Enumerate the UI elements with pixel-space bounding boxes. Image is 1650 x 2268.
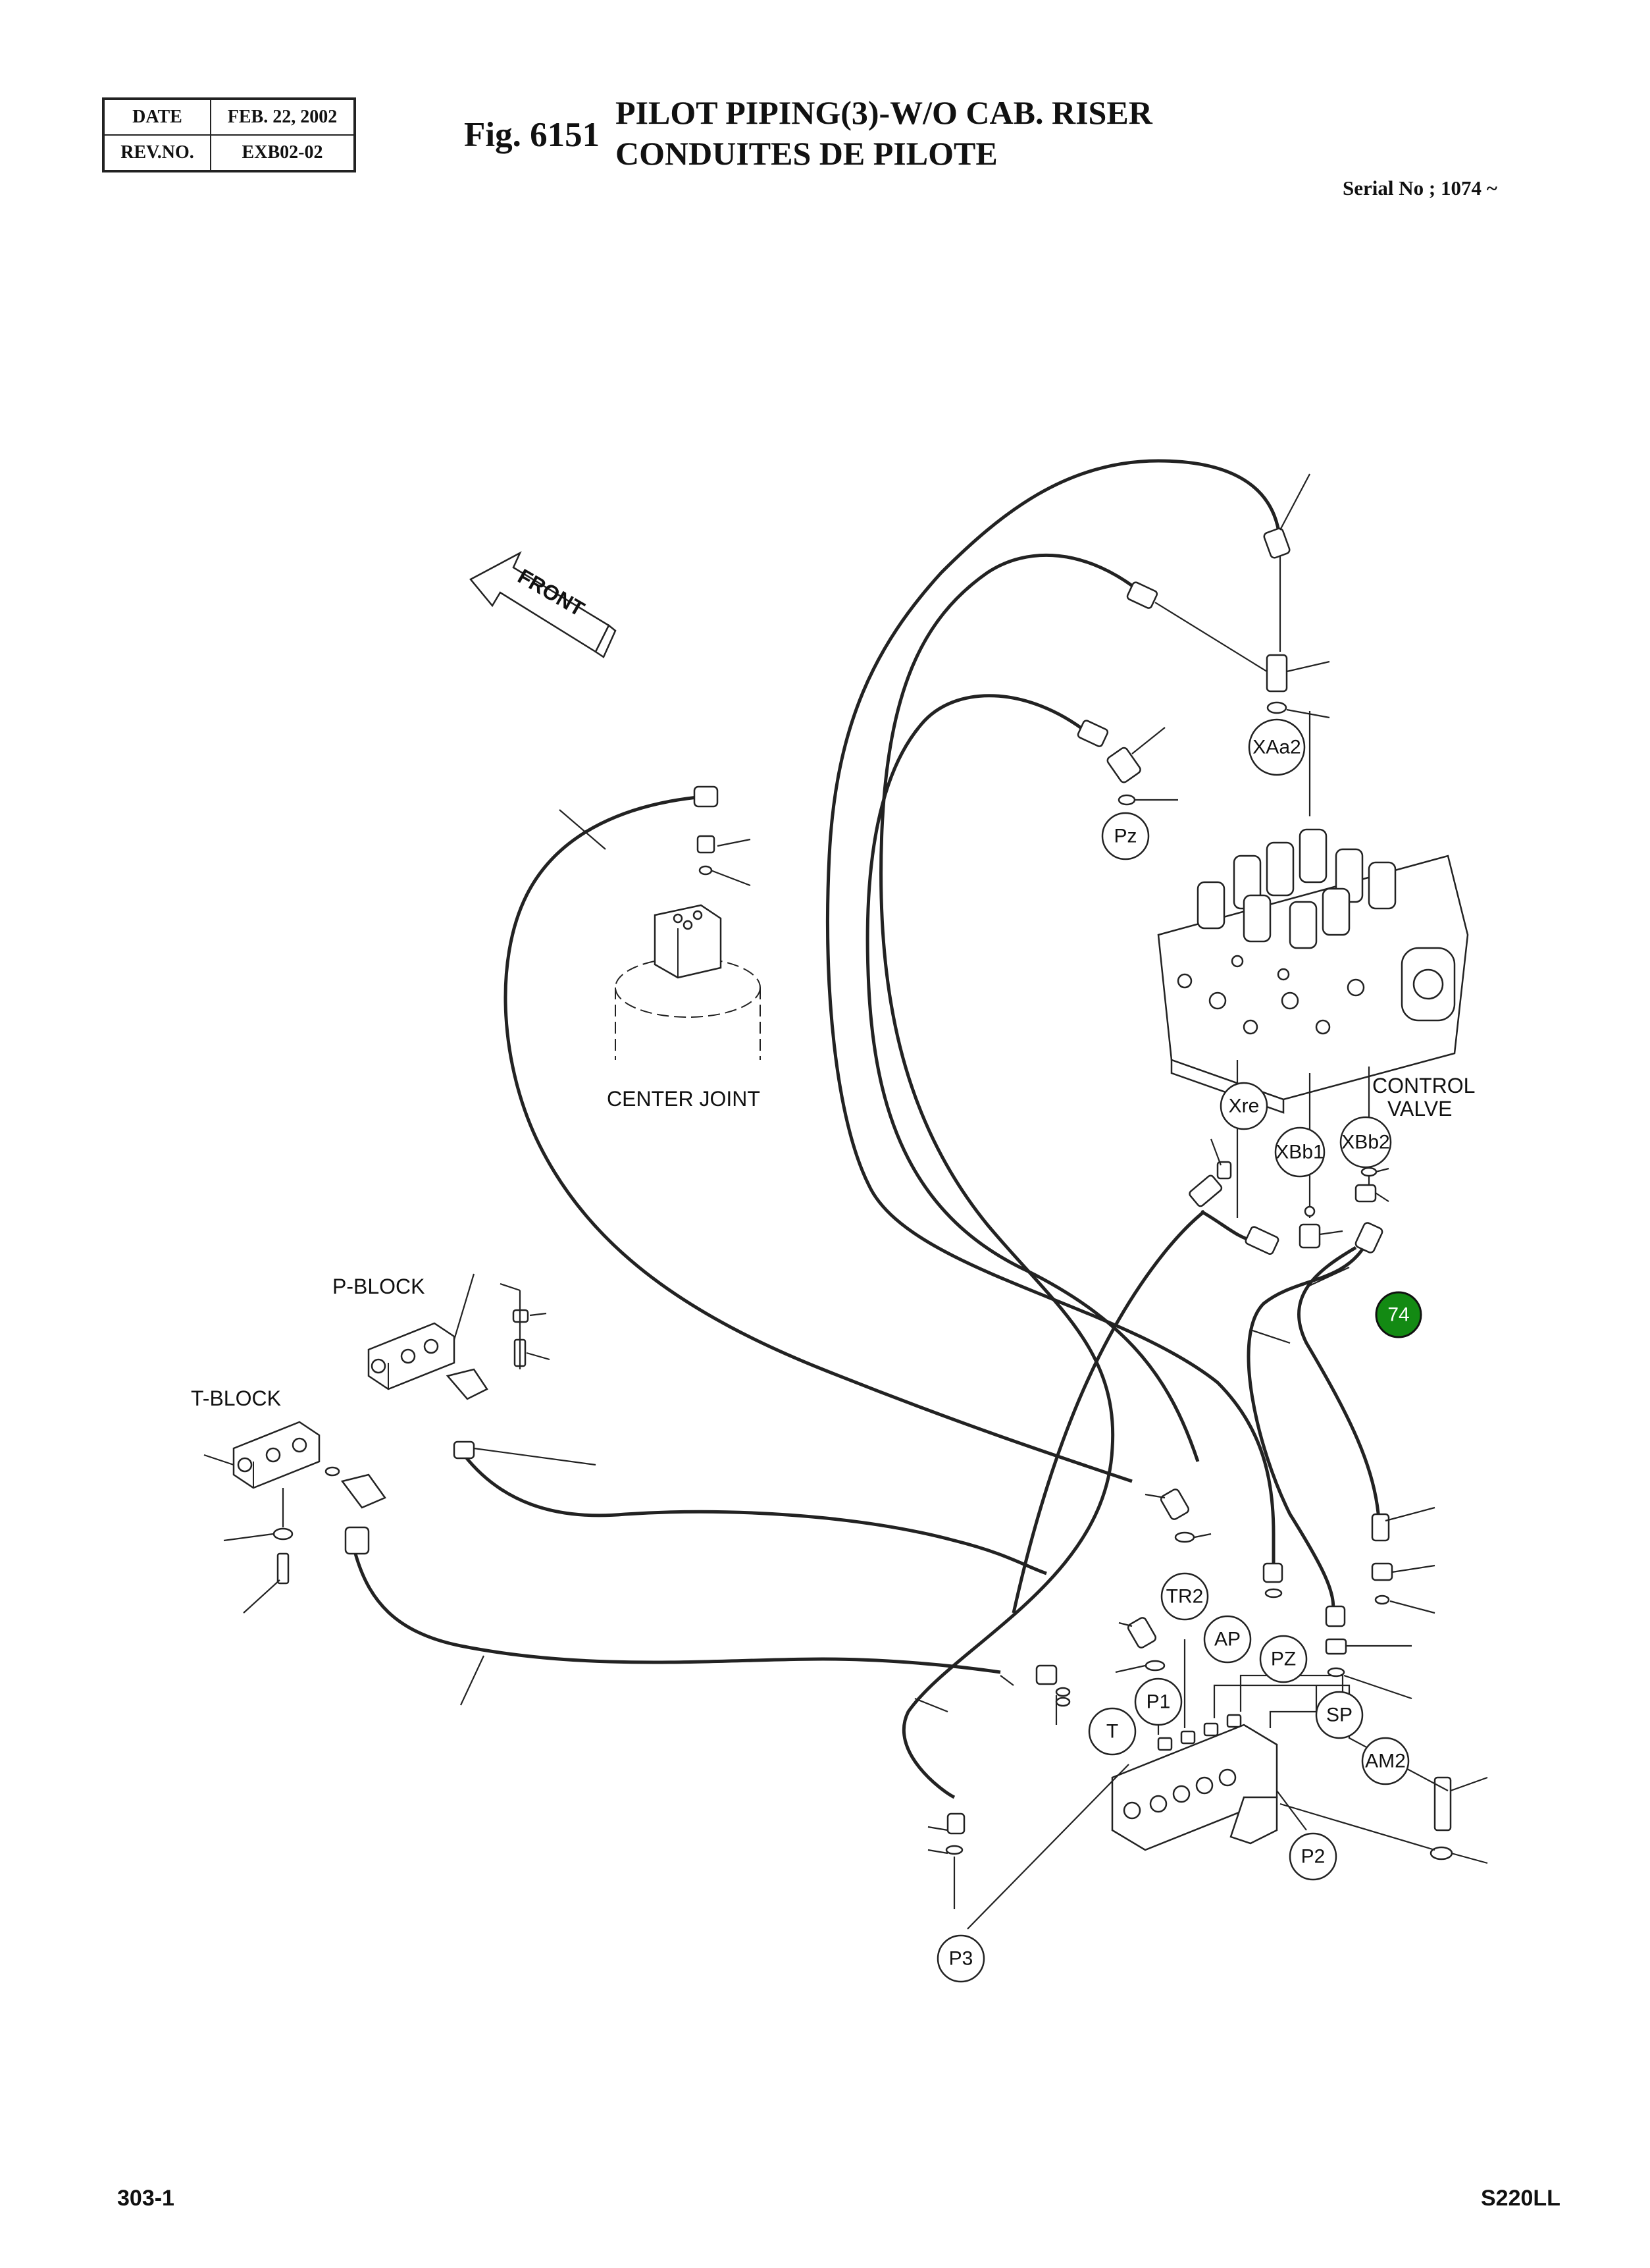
- port-xaa2: XAa2: [1248, 718, 1306, 776]
- hose-e: [463, 1454, 1047, 1575]
- hose-a: [826, 459, 1282, 1567]
- hose-b: [879, 553, 1147, 1799]
- port-tr2: TR2: [1160, 1572, 1209, 1621]
- port-bubbles: XAa2 Pz Xre XBb1 XBb2 TR2 AP PZ: [937, 718, 1410, 1983]
- manifold-block: [967, 1639, 1488, 1930]
- port-sp: SP: [1315, 1691, 1364, 1739]
- p-block-label: P-BLOCK: [332, 1275, 425, 1298]
- port-pz-small: Pz: [1101, 812, 1150, 860]
- t-block: T-BLOCK: [191, 1386, 596, 1706]
- hoses: [353, 459, 1381, 1799]
- serial-number: Serial No ; 1074 ~: [1343, 176, 1497, 199]
- date-value: FEB. 22, 2002: [210, 98, 355, 136]
- svg-text:PZ: PZ: [1271, 1648, 1296, 1670]
- svg-text:XBb1: XBb1: [1276, 1142, 1324, 1163]
- front-arrow: FRONT: [469, 551, 617, 658]
- top-fittings: [1077, 473, 1330, 806]
- control-valve-label-1: CONTROL: [1372, 1074, 1475, 1097]
- port-p3: P3: [937, 1934, 985, 1983]
- svg-text:P3: P3: [949, 1948, 973, 1970]
- rev-label: REV.NO.: [103, 134, 211, 172]
- page-number: 303-1: [117, 2186, 174, 2211]
- svg-text:P1: P1: [1147, 1691, 1171, 1713]
- hose-c: [865, 694, 1200, 1462]
- revision-table: DATE FEB. 22, 2002 REV.NO. EXB02-02: [102, 97, 356, 172]
- svg-text:P2: P2: [1301, 1846, 1326, 1868]
- svg-text:XAa2: XAa2: [1252, 737, 1301, 758]
- port-t: T: [1088, 1707, 1137, 1756]
- port-xre: Xre: [1220, 1082, 1268, 1130]
- date-label: DATE: [103, 98, 211, 136]
- page-title: PILOT PIPING(3)-W/O CAB. RISER CONDUITES…: [615, 92, 1152, 174]
- svg-text:Pz: Pz: [1114, 826, 1137, 847]
- hose-74: [1247, 1243, 1368, 1614]
- title-french: CONDUITES DE PILOTE: [615, 135, 998, 172]
- svg-text:AP: AP: [1214, 1629, 1241, 1650]
- port-ap: AP: [1203, 1615, 1252, 1664]
- port-xbb2: XBb2: [1339, 1116, 1392, 1169]
- callout-74-number[interactable]: 74: [1387, 1304, 1409, 1326]
- svg-text:TR2: TR2: [1166, 1586, 1204, 1608]
- title-english: PILOT PIPING(3)-W/O CAB. RISER: [615, 94, 1152, 131]
- figure-number: Fig. 6151: [464, 116, 600, 154]
- svg-text:Xre: Xre: [1229, 1095, 1260, 1117]
- p-block: P-BLOCK: [332, 1273, 550, 1400]
- port-am2: AM2: [1361, 1737, 1410, 1785]
- hose-j: [1012, 1210, 1206, 1614]
- port-pz: PZ: [1259, 1635, 1308, 1683]
- port-xbb1: XBb1: [1274, 1126, 1326, 1178]
- hose-i: [1200, 1209, 1254, 1243]
- model-number: S220LL: [1481, 2186, 1560, 2211]
- svg-text:T: T: [1106, 1721, 1118, 1743]
- callout-74-circle[interactable]: [1375, 1291, 1422, 1338]
- svg-text:AM2: AM2: [1365, 1751, 1406, 1772]
- svg-text:XBb2: XBb2: [1341, 1132, 1389, 1153]
- port-p1: P1: [1134, 1677, 1183, 1726]
- bottom-fittings: [914, 1329, 1435, 1909]
- center-joint: CENTER JOINT: [559, 785, 761, 1111]
- svg-text:SP: SP: [1326, 1704, 1353, 1726]
- control-valve-label-2: VALVE: [1387, 1097, 1452, 1121]
- center-joint-label: CENTER JOINT: [607, 1087, 760, 1111]
- hose-h: [1297, 1246, 1381, 1521]
- elbow-fitting: [693, 785, 719, 808]
- mid-fittings: [1189, 1138, 1389, 1288]
- port-p2: P2: [1289, 1832, 1337, 1881]
- rev-value: EXB02-02: [210, 134, 355, 172]
- callout-74[interactable]: 74: [1375, 1291, 1422, 1338]
- hose-f: [353, 1553, 1001, 1674]
- t-block-label: T-BLOCK: [191, 1386, 281, 1410]
- hose-d: [503, 795, 1133, 1483]
